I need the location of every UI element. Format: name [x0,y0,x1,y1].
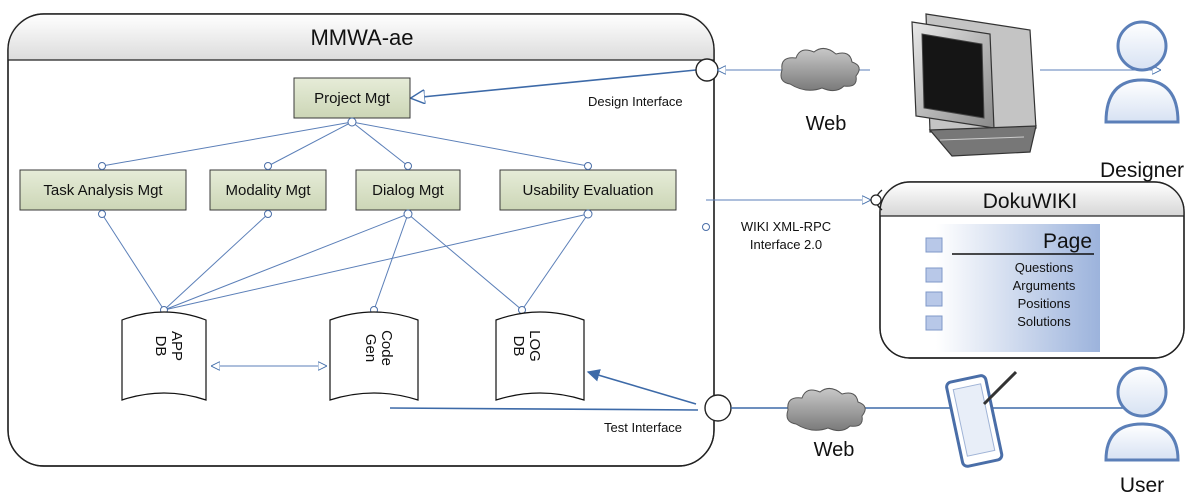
db-code-line2: Gen [362,334,379,362]
test-interface: Test Interface [389,369,1162,435]
module-project: Project Mgt [293,77,411,119]
wiki-interface-link: WIKI XML-RPC Interface 2.0 [706,200,870,252]
wiki-page-title: Page [1043,230,1092,253]
module-modality-label: Modality Mgt [225,182,311,199]
module-modality: Modality Mgt [209,169,327,211]
wiki-item-solutions: Solutions [1017,314,1071,329]
wiki-item-positions: Positions [1018,296,1071,311]
db-log-line1: LOG [526,330,543,362]
designer-person-icon [1104,20,1180,124]
module-project-label: Project Mgt [314,90,391,107]
wiki-item-questions: Questions [1015,260,1074,275]
db-app-line1: APP [168,331,185,361]
dokuwiki-title: DokuWIKI [983,190,1078,213]
wiki-interface-label-line1: WIKI XML-RPC [741,219,831,234]
user-person-icon [1104,366,1180,462]
design-interface-label: Design Interface [588,94,683,109]
port-dots [98,117,710,314]
wiki-item-arguments: Arguments [1013,278,1076,293]
db-log-line2: DB [510,336,527,357]
user-label: User [1120,474,1164,496]
web-bottom-label: Web [814,439,855,461]
database-log-icon: LOG DB [495,311,585,401]
database-code-icon: Code Gen [329,311,419,401]
wiki-interface-label-line2: Interface 2.0 [750,237,822,252]
cloud-icon [786,388,866,432]
cloud-icon [780,48,860,92]
db-app-line2: DB [152,336,169,357]
wiki-page-document: Page Questions Arguments Positions Solut… [925,224,1100,352]
designer-label: Designer [1100,159,1184,182]
module-usability: Usability Evaluation [499,169,677,211]
module-usability-label: Usability Evaluation [523,182,654,199]
module-dialog-label: Dialog Mgt [372,182,445,199]
database-app-icon: APP DB [121,311,207,401]
test-interface-label: Test Interface [604,420,682,435]
web-top-label: Web [806,113,847,135]
module-task-analysis: Task Analysis Mgt [19,169,187,211]
db-code-line1: Code [378,330,395,366]
module-connectors [101,121,589,311]
tablet-stylus-icon [945,370,1018,468]
module-task-analysis-label: Task Analysis Mgt [43,182,163,199]
system-title: MMWA-ae [310,25,413,50]
crt-monitor-icon [911,13,1037,157]
module-dialog: Dialog Mgt [355,169,461,211]
